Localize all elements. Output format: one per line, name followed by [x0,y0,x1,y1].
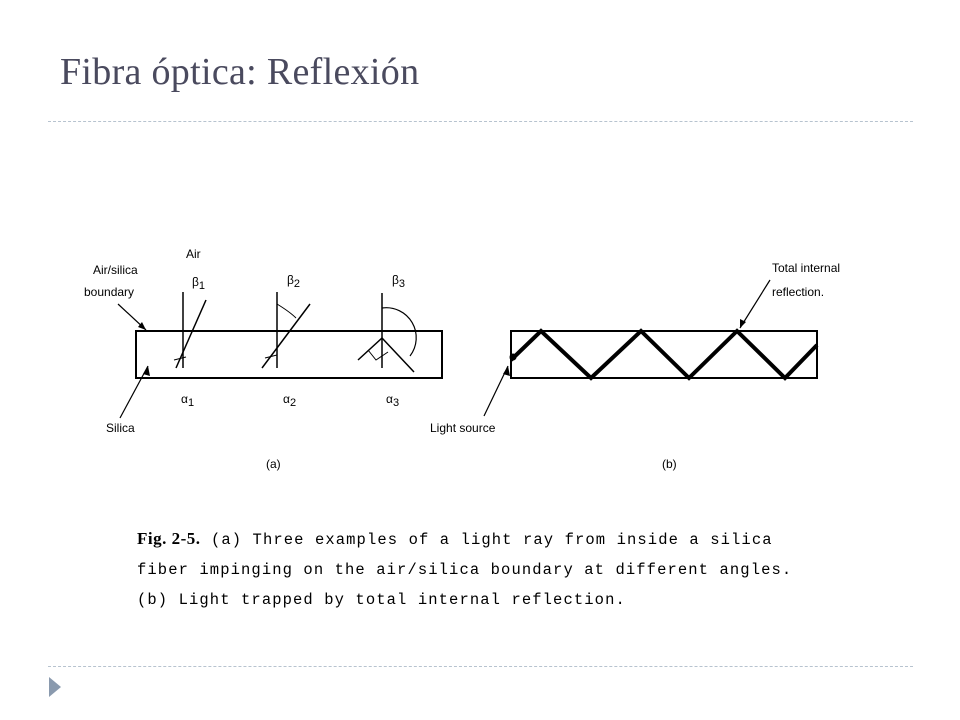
light-source-arrow [483,365,509,417]
bottom-divider [48,666,913,667]
alpha-2-label: α2 [283,392,296,409]
tir-arrow [739,279,771,329]
boundary-label-1: Air/silica [93,263,138,277]
air-label: Air [186,247,201,261]
beta-arc-2 [276,303,297,319]
ray-3 [357,337,383,361]
alpha-arc-2 [264,354,278,359]
light-source-label: Light source [430,421,496,435]
ray-1 [175,299,207,369]
caption-fig-label: Fig. 2-5. [137,529,201,548]
beta-1-label: β1 [192,275,205,292]
panel-b-label: (b) [662,457,677,471]
boundary-label-2: boundary [84,285,134,299]
light-source-dot [509,353,517,361]
beta-arc-3 [381,307,417,357]
zigzag-ray [509,328,819,381]
caption-line-2: fiber impinging on the air/silica bounda… [137,561,793,579]
figure-caption: Fig. 2-5. (a) Three examples of a light … [137,524,837,615]
caption-line-1: Fig. 2-5. (a) Three examples of a light … [137,524,837,555]
beta-3-label: β3 [392,273,405,290]
silica-arrow [119,365,149,419]
beta-2-label: β2 [287,273,300,290]
ray-3-reflected [381,337,415,373]
tir-label-1: Total internal [772,261,840,275]
tir-arrowhead [740,319,746,328]
boundary-arrowhead [138,322,146,330]
slide-title: Fibra óptica: Reflexión [60,51,420,93]
caption-text-1: (a) Three examples of a light ray from i… [210,531,773,549]
alpha-3-label: α3 [386,392,399,409]
ray-2 [261,303,311,369]
caption-line-3: (b) Light trapped by total internal refl… [137,591,626,609]
alpha-arc-1 [173,356,187,361]
panel-a-label: (a) [266,457,281,471]
light-source-arrowhead [503,366,510,376]
triangle-bullet-icon [49,677,61,697]
silica-arrowhead [143,366,150,376]
alpha-arc-3 [367,349,389,361]
silica-label: Silica [106,421,135,435]
tir-label-2: reflection. [772,285,824,299]
top-divider [48,121,913,122]
alpha-1-label: α1 [181,392,194,409]
